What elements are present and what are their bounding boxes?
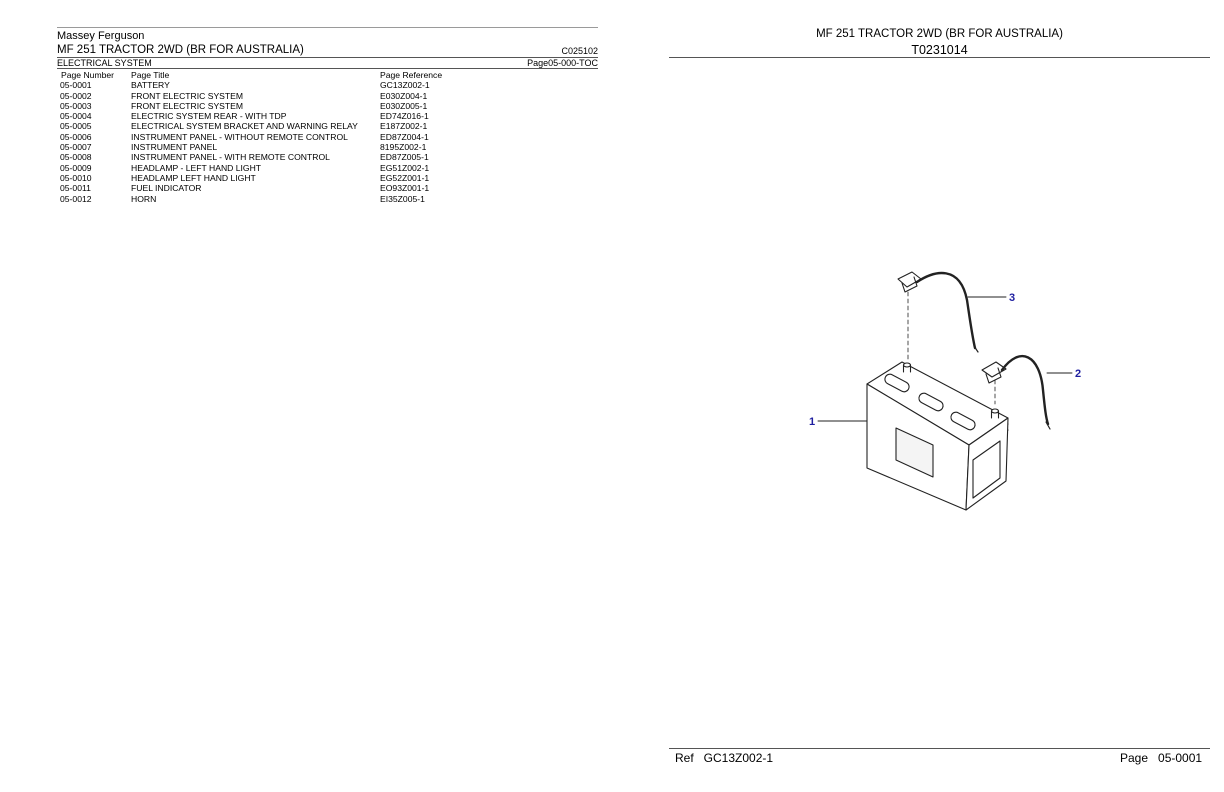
battery-diagram: 1 2 3 [809, 271, 1081, 511]
page-title-cell: FRONT ELECTRIC SYSTEM [131, 100, 244, 111]
page-title-cell: HEADLAMP - LEFT HAND LIGHT [131, 162, 262, 173]
page-reference-cell: E030Z005-1 [380, 100, 428, 111]
page-number-cell: 05-0007 [60, 142, 92, 153]
table-row[interactable]: 05-0003 FRONT ELECTRIC SYSTEM E030Z005-1 [57, 101, 500, 111]
page-number-cell: 05-0010 [60, 172, 92, 183]
table-row[interactable]: 05-0004 ELECTRIC SYSTEM REAR - WITH TDP … [57, 111, 500, 121]
page-number-cell: 05-0008 [60, 152, 92, 163]
model-row: MF 251 TRACTOR 2WD (BR FOR AUSTRALIA) C0… [57, 43, 598, 58]
page-title-cell: ELECTRIC SYSTEM REAR - WITH TDP [131, 111, 287, 122]
footer-rule [669, 748, 1210, 749]
col-header-page-reference: Page Reference [380, 70, 443, 80]
footer-reference: Ref GC13Z002-1 [675, 751, 774, 765]
page-reference-cell: GC13Z002-1 [380, 80, 430, 91]
table-row[interactable]: 05-0009 HEADLAMP - LEFT HAND LIGHT EG51Z… [57, 163, 500, 173]
page-reference-cell: EG52Z001-1 [380, 172, 430, 183]
callout-3[interactable]: 3 [1009, 292, 1015, 304]
table-row[interactable]: 05-0011 FUEL INDICATOR EO93Z001-1 [57, 183, 500, 193]
page-reference-cell: EG51Z002-1 [380, 162, 430, 173]
page-title-cell: FRONT ELECTRIC SYSTEM [131, 90, 244, 101]
section-row: ELECTRICAL SYSTEM Page05-000-TOC [57, 58, 598, 69]
page-reference-cell: E030Z004-1 [380, 90, 428, 101]
page-title-cell: FUEL INDICATOR [131, 183, 202, 194]
brand-name: Massey Ferguson [57, 30, 145, 42]
table-row[interactable]: 05-0007 INSTRUMENT PANEL 8195Z002-1 [57, 142, 500, 152]
page-reference-cell: EO93Z001-1 [380, 183, 430, 194]
toc-table: Page Number Page Title Page Reference 05… [57, 70, 500, 204]
page-number-cell: 05-0011 [60, 183, 91, 194]
page-reference-cell: ED87Z004-1 [380, 131, 429, 142]
toc-top-rule [57, 27, 598, 28]
page-title-cell: BATTERY [131, 80, 170, 91]
page-number-cell: 05-0006 [60, 131, 92, 142]
battery-cable-upper [897, 271, 979, 361]
page-number-cell: 05-0002 [60, 90, 92, 101]
page-number-cell: 05-0003 [60, 100, 92, 111]
page-reference-cell: E187Z002-1 [380, 121, 428, 132]
table-row[interactable]: 05-0005 ELECTRICAL SYSTEM BRACKET AND WA… [57, 121, 500, 131]
col-header-page-number: Page Number [61, 70, 115, 80]
page-title-cell: ELECTRICAL SYSTEM BRACKET AND WARNING RE… [131, 121, 358, 132]
page-title-cell: INSTRUMENT PANEL [131, 142, 218, 153]
page-number-cell: 05-0004 [60, 111, 92, 122]
section-page: Page05-000-TOC [527, 58, 598, 68]
battery-illustration [866, 361, 1009, 511]
table-row[interactable]: 05-0008 INSTRUMENT PANEL - WITH REMOTE C… [57, 152, 500, 162]
col-header-page-title: Page Title [131, 70, 170, 80]
page-number-cell: 05-0005 [60, 121, 92, 132]
section-title: ELECTRICAL SYSTEM [57, 58, 152, 68]
page-reference-cell: EI35Z005-1 [380, 193, 425, 204]
page-reference-cell: ED87Z005-1 [380, 152, 429, 163]
table-row[interactable]: 05-0002 FRONT ELECTRIC SYSTEM E030Z004-1 [57, 91, 500, 101]
catalog-code: C025102 [561, 46, 598, 56]
callout-1[interactable]: 1 [809, 416, 815, 428]
drawing-top-rule [669, 57, 1210, 58]
battery-cable-lower [981, 354, 1051, 430]
page-title-cell: INSTRUMENT PANEL - WITH REMOTE CONTROL [131, 152, 330, 163]
model-title: MF 251 TRACTOR 2WD (BR FOR AUSTRALIA) [57, 44, 304, 56]
toc-panel: Massey Ferguson MF 251 TRACTOR 2WD (BR F… [57, 27, 598, 204]
drawing-title: MF 251 TRACTOR 2WD (BR FOR AUSTRALIA) [816, 28, 1063, 40]
page-number-cell: 05-0009 [60, 162, 92, 173]
page-reference-cell: ED74Z016-1 [380, 111, 429, 122]
table-row[interactable]: 05-0006 INSTRUMENT PANEL - WITHOUT REMOT… [57, 132, 500, 142]
page-number-cell: 05-0001 [60, 80, 92, 91]
table-row[interactable]: 05-0010 HEADLAMP LEFT HAND LIGHT EG52Z00… [57, 173, 500, 183]
footer-page-number: Page 05-0001 [1120, 751, 1203, 765]
drawing-reference: T0231014 [911, 43, 968, 57]
page-number-cell: 05-0012 [60, 193, 92, 204]
page-title-cell: HEADLAMP LEFT HAND LIGHT [131, 172, 256, 183]
table-row[interactable]: 05-0012 HORN EI35Z005-1 [57, 194, 500, 204]
callout-2[interactable]: 2 [1075, 368, 1081, 380]
table-row[interactable]: 05-0001 BATTERY GC13Z002-1 [57, 80, 500, 90]
page-title-cell: HORN [131, 193, 157, 204]
page-reference-cell: 8195Z002-1 [380, 142, 427, 153]
page-title-cell: INSTRUMENT PANEL - WITHOUT REMOTE CONTRO… [131, 131, 348, 142]
toc-header-row: Page Number Page Title Page Reference [57, 70, 500, 80]
